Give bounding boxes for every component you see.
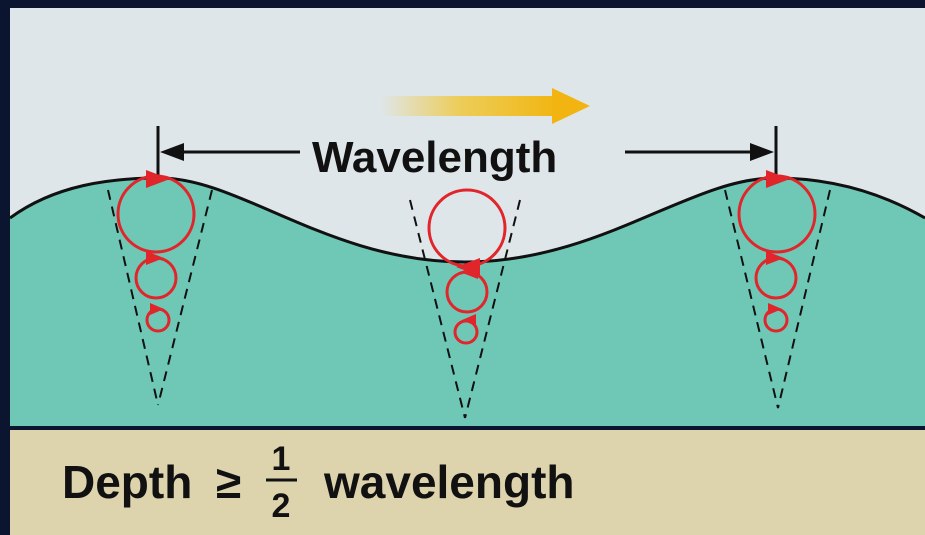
orbit-direction-icon [768, 303, 782, 315]
orbit-direction-icon [766, 251, 784, 265]
orbit-cone-right [724, 189, 831, 409]
water-surface-line [9, 176, 925, 264]
seabed [10, 428, 925, 535]
water-body [10, 178, 925, 428]
orbit-direction-icon [150, 303, 164, 315]
orbit-direction-icon [146, 170, 170, 188]
arrowhead-left-icon [160, 143, 184, 161]
wavelength-label: Wavelength [312, 133, 557, 182]
depth-label: Depth [62, 456, 192, 508]
depth-suffix: wavelength [323, 456, 575, 508]
orbit-direction-icon [146, 251, 164, 265]
orbit-cone-middle [409, 199, 521, 419]
orbit-cone-left [107, 189, 213, 406]
yellow-arrow-right-icon [380, 88, 590, 124]
orbit-direction-icon [460, 265, 478, 279]
orbit-direction-icon [766, 170, 790, 188]
arrowhead-right-icon [750, 143, 774, 161]
fraction-numerator: 1 [272, 440, 291, 478]
orbit-column-middle [409, 188, 521, 419]
wavelength-dimension [156, 126, 778, 180]
fraction-denominator: 2 [272, 487, 291, 525]
depth-operator: ≥ [216, 456, 241, 508]
orbit-column-left [107, 170, 213, 406]
orbit-direction-icon [462, 314, 476, 326]
orbit-column-right [724, 170, 831, 409]
